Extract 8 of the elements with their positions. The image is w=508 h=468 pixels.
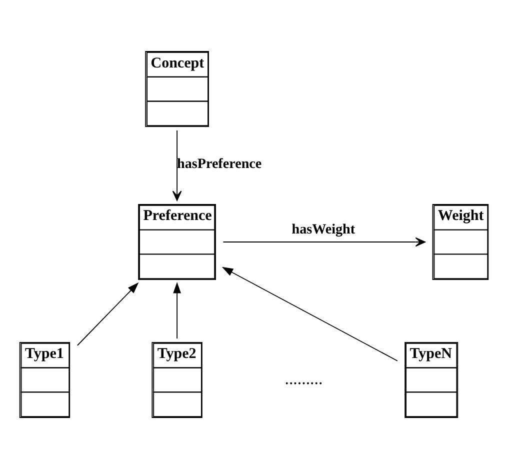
label: ......... bbox=[284, 368, 323, 388]
arrow bbox=[222, 266, 398, 361]
arrow bbox=[76, 282, 139, 346]
edge-label: hasWeight bbox=[292, 221, 356, 238]
edge-label: hasPreference bbox=[177, 155, 262, 172]
arrow bbox=[172, 130, 182, 200]
arrow bbox=[173, 281, 181, 338]
arrow bbox=[222, 236, 426, 246]
